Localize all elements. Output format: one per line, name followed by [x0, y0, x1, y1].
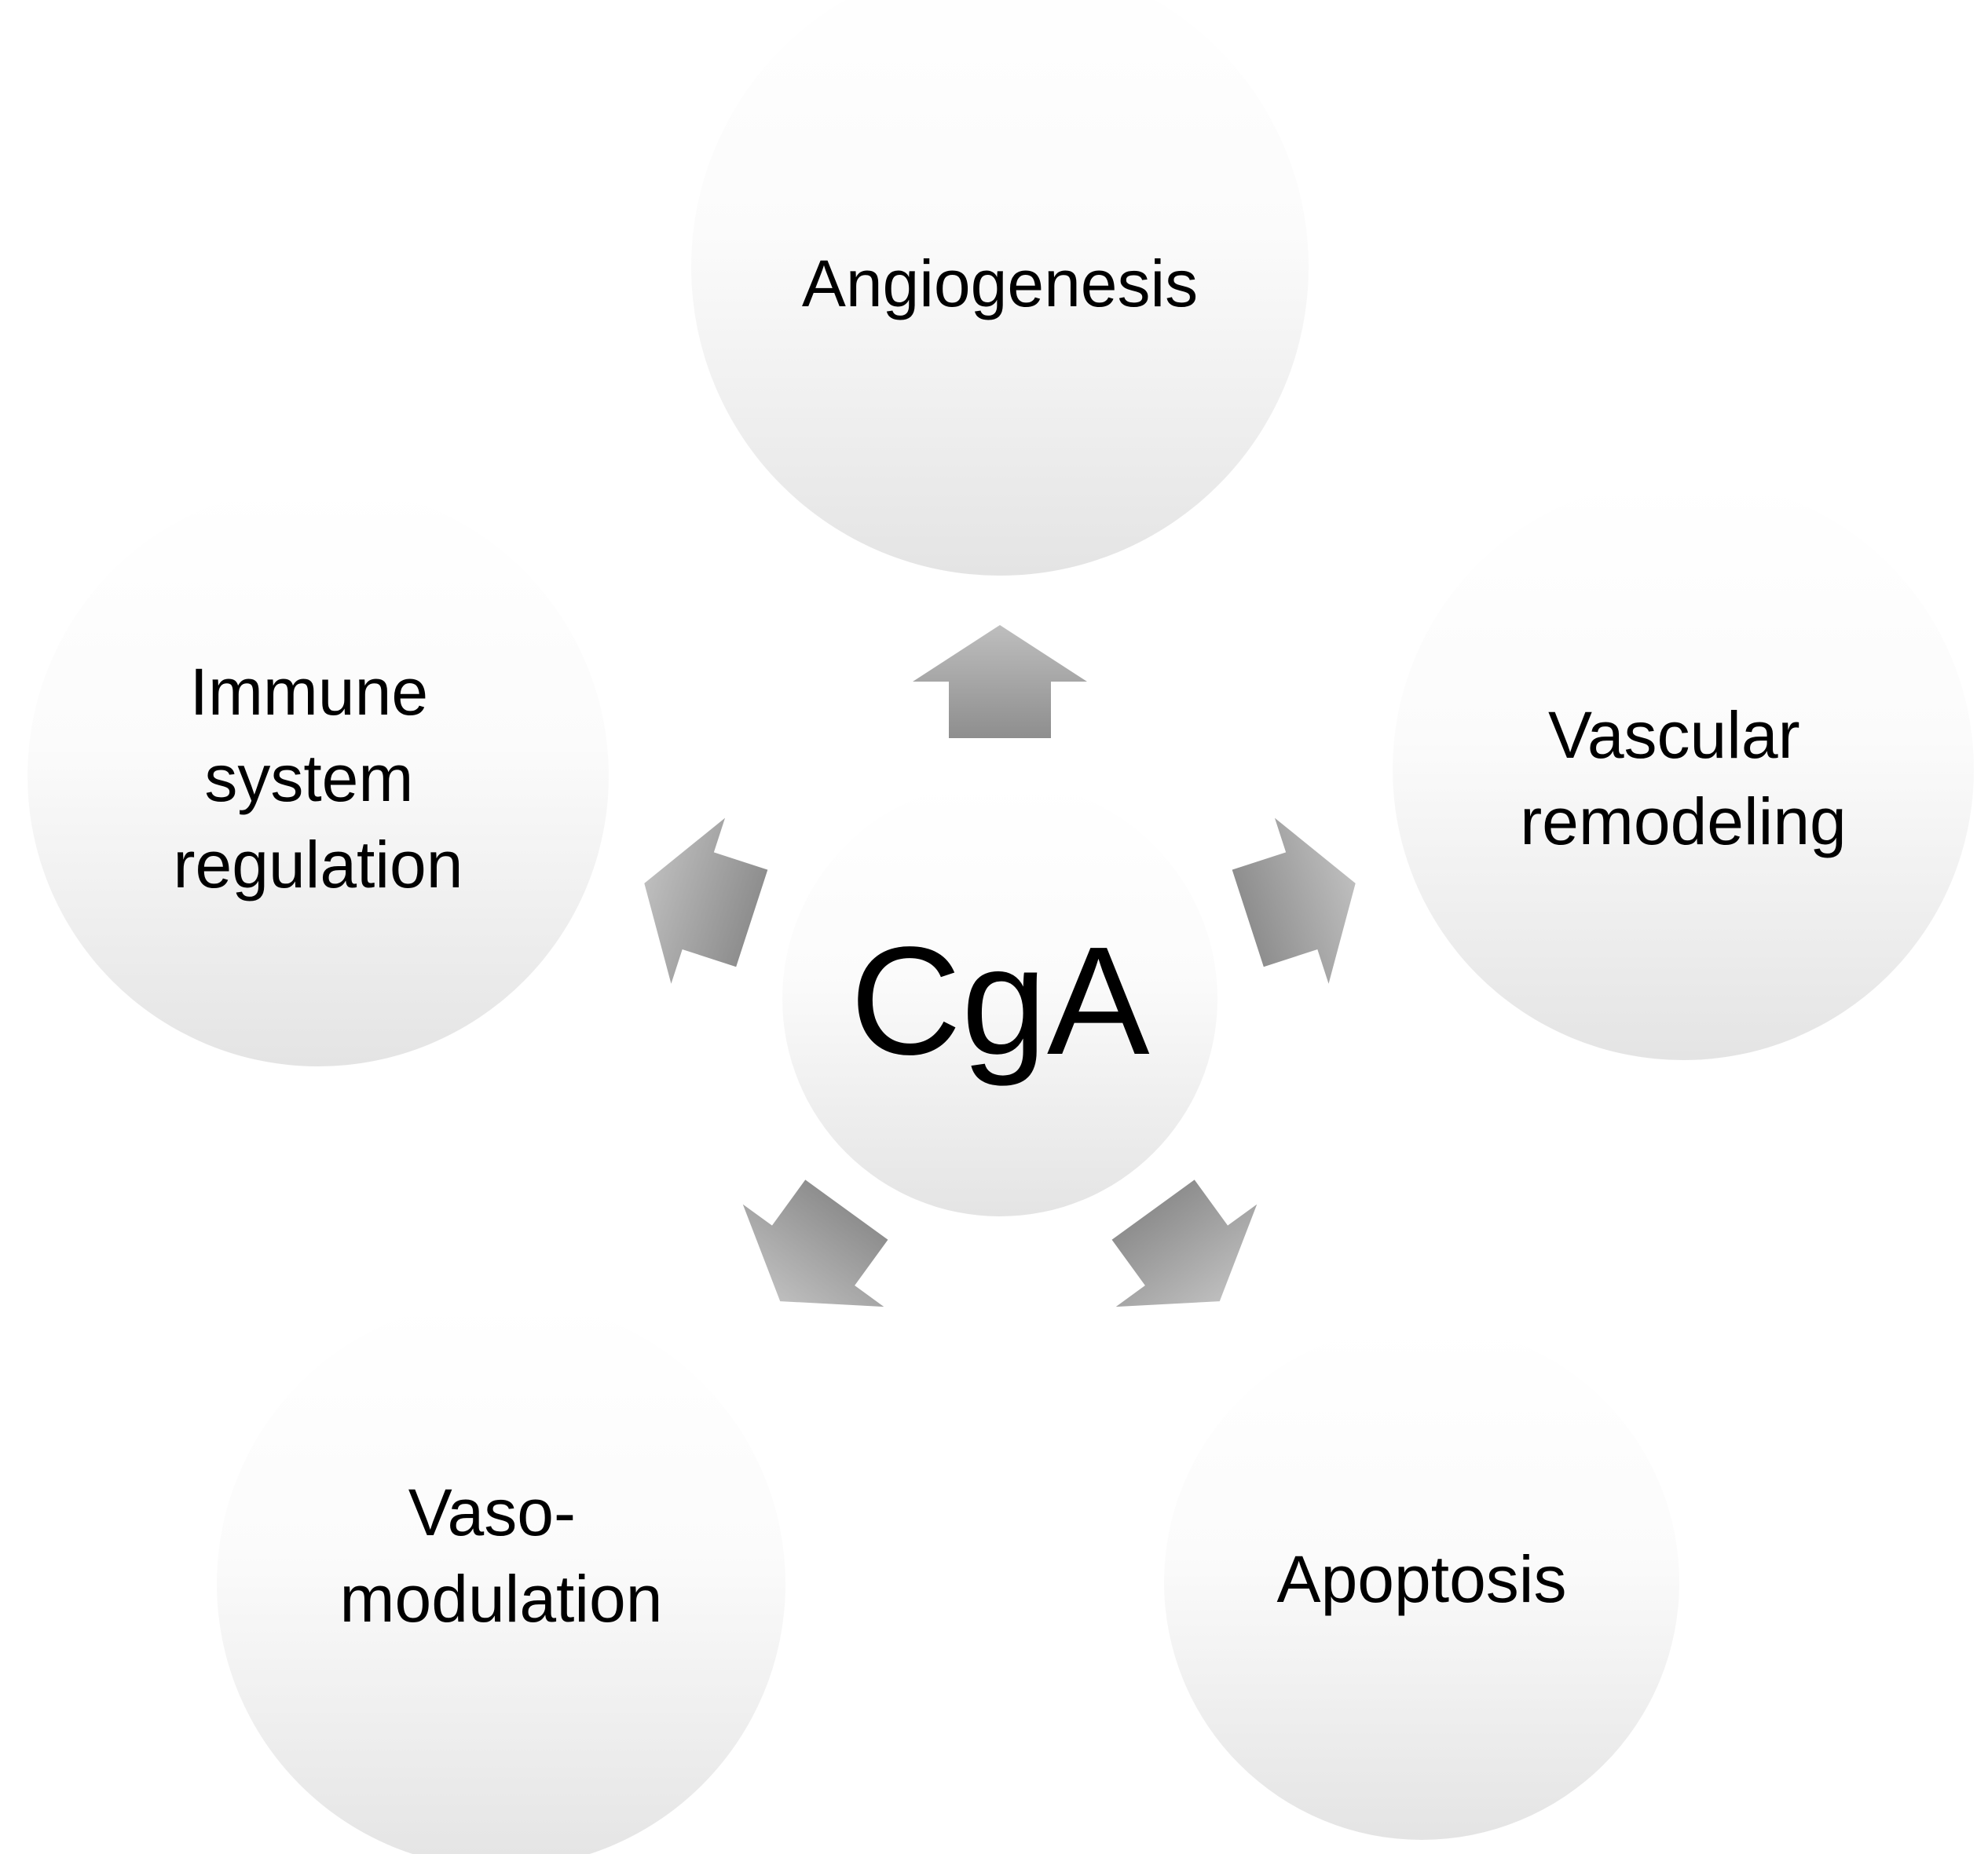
node-circle	[1164, 1325, 1679, 1840]
label-line: Immune	[190, 655, 428, 729]
label-line: Apoptosis	[1277, 1542, 1567, 1616]
center-label: CgA	[850, 915, 1150, 1087]
node-immune-system-regulation: Immune system regulation	[27, 485, 609, 1066]
node-apoptosis: Apoptosis	[1164, 1325, 1679, 1840]
node-vascular-remodeling: Vascular remodeling	[1393, 479, 1974, 1060]
node-label-vascular-remodeling: Vascular remodeling	[1520, 698, 1847, 858]
arrow-to-vasomodulation	[742, 1179, 888, 1307]
node-circle	[27, 485, 609, 1066]
arrow-to-vascular-remodeling	[1232, 817, 1356, 984]
node-label-immune-system-regulation: Immune system regulation	[174, 655, 463, 901]
label-line: regulation	[174, 828, 463, 901]
label-line: system	[204, 741, 413, 815]
node-circle	[217, 1300, 785, 1854]
node-label-vasomodulation: Vaso- modulation	[340, 1476, 663, 1636]
center-node: CgA	[782, 781, 1217, 1216]
node-vasomodulation: Vaso- modulation	[217, 1300, 785, 1854]
label-line: Vaso-	[408, 1476, 576, 1549]
label-line: Angiogenesis	[802, 247, 1198, 320]
label-line: remodeling	[1520, 784, 1847, 858]
label-line: Vascular	[1548, 698, 1800, 772]
node-label-apoptosis: Apoptosis	[1277, 1542, 1567, 1616]
center-circle	[782, 781, 1217, 1216]
arrows	[644, 625, 1356, 1307]
node-label-angiogenesis: Angiogenesis	[802, 247, 1198, 320]
node-circle	[691, 0, 1309, 576]
node-angiogenesis: Angiogenesis	[691, 0, 1309, 576]
arrow-to-immune-system-regulation	[644, 817, 768, 984]
arrow-to-apoptosis	[1111, 1179, 1258, 1307]
arrow-to-angiogenesis	[913, 625, 1087, 738]
node-circle	[1393, 479, 1974, 1060]
label-line: modulation	[340, 1562, 663, 1636]
